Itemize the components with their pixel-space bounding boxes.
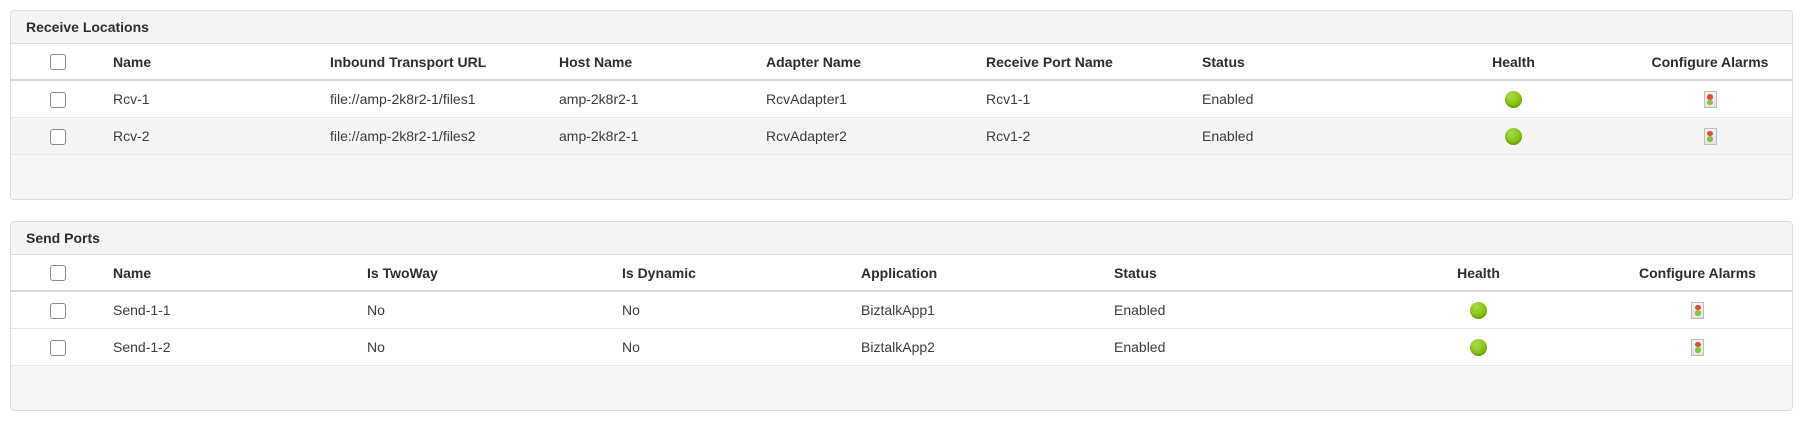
column-header-is-dynamic: Is Dynamic	[614, 254, 853, 293]
cell-status: Enabled	[1194, 80, 1401, 119]
column-header-application: Application	[853, 254, 1106, 293]
cell-host-name: amp-2k8r2-1	[551, 117, 758, 155]
configure-alarms-icon[interactable]	[1703, 91, 1717, 109]
column-header-health: Health	[1401, 44, 1626, 82]
column-header-name: Name	[105, 254, 359, 293]
cell-name: Send-1-1	[105, 291, 359, 329]
configure-alarms-icon[interactable]	[1691, 301, 1704, 319]
cell-configure-alarms	[1601, 291, 1792, 329]
cell-health	[1401, 117, 1626, 155]
configure-alarms-icon[interactable]	[1691, 338, 1704, 356]
panel-title-receive-locations: Receive Locations	[11, 11, 1792, 44]
health-status-icon	[1505, 91, 1522, 109]
column-header-is-twoway: Is TwoWay	[359, 254, 614, 293]
cell-name: Rcv-1	[105, 80, 322, 119]
alarm-green-lamp	[1694, 310, 1701, 316]
health-status-icon	[1470, 301, 1487, 319]
cell-is-dynamic: No	[614, 328, 853, 366]
cell-name: Send-1-2	[105, 328, 359, 366]
cell-is-dynamic: No	[614, 291, 853, 329]
alarm-green-lamp	[1707, 99, 1713, 106]
cell-application: BiztalkApp2	[853, 328, 1106, 366]
cell-health	[1401, 80, 1626, 119]
row-select-cell	[11, 80, 105, 119]
column-header-inbound-transport-url: Inbound Transport URL	[322, 44, 551, 82]
alarm-green-lamp	[1707, 136, 1713, 142]
cell-application: BiztalkApp1	[853, 291, 1106, 329]
cell-inbound-transport-url: file://amp-2k8r2-1/files2	[322, 117, 551, 155]
column-header-host-name: Host Name	[551, 44, 758, 82]
cell-receive-port-name: Rcv1-2	[978, 117, 1194, 155]
alarm-red-lamp	[1707, 94, 1713, 100]
cell-configure-alarms	[1626, 80, 1792, 119]
column-header-status: Status	[1194, 44, 1401, 82]
row-checkbox[interactable]	[50, 302, 66, 319]
health-status-icon	[1505, 127, 1522, 145]
select-all-header-cell	[11, 44, 105, 82]
cell-status: Enabled	[1194, 117, 1401, 155]
select-all-checkbox[interactable]	[50, 265, 66, 282]
row-checkbox[interactable]	[50, 128, 66, 145]
cell-status: Enabled	[1106, 291, 1356, 329]
cell-health	[1356, 328, 1601, 366]
alarm-red-lamp	[1707, 130, 1713, 137]
cell-host-name: amp-2k8r2-1	[551, 80, 758, 119]
panel-title-send-ports: Send Ports	[11, 221, 1792, 255]
select-all-checkbox[interactable]	[50, 54, 66, 71]
cell-inbound-transport-url: file://amp-2k8r2-1/files1	[322, 80, 551, 119]
column-header-receive-port-name: Receive Port Name	[978, 44, 1194, 82]
panel-footer-send-ports	[11, 365, 1792, 410]
column-header-health: Health	[1356, 254, 1601, 293]
column-header-adapter-name: Adapter Name	[758, 44, 978, 82]
cell-status: Enabled	[1106, 328, 1356, 366]
health-status-icon	[1470, 338, 1487, 356]
column-header-configure-alarms: Configure Alarms	[1601, 254, 1792, 293]
cell-health	[1356, 291, 1601, 329]
row-select-cell	[11, 291, 105, 329]
row-checkbox[interactable]	[50, 91, 66, 108]
cell-receive-port-name: Rcv1-1	[978, 80, 1194, 119]
cell-adapter-name: RcvAdapter2	[758, 117, 978, 155]
alarm-red-lamp	[1694, 304, 1701, 311]
cell-is-twoway: No	[359, 291, 614, 329]
column-header-configure-alarms: Configure Alarms	[1626, 44, 1792, 82]
cell-is-twoway: No	[359, 328, 614, 366]
column-header-name: Name	[105, 44, 322, 82]
row-select-cell	[11, 328, 105, 366]
alarm-red-lamp	[1694, 341, 1701, 348]
panel-footer-receive-locations	[11, 154, 1792, 199]
cell-adapter-name: RcvAdapter1	[758, 80, 978, 119]
row-checkbox[interactable]	[50, 339, 66, 356]
cell-configure-alarms	[1626, 117, 1792, 155]
select-all-header-cell	[11, 254, 105, 293]
cell-configure-alarms	[1601, 328, 1792, 366]
configure-alarms-icon[interactable]	[1703, 127, 1717, 145]
alarm-green-lamp	[1694, 347, 1701, 353]
row-select-cell	[11, 117, 105, 155]
cell-name: Rcv-2	[105, 117, 322, 155]
column-header-status: Status	[1106, 254, 1356, 293]
